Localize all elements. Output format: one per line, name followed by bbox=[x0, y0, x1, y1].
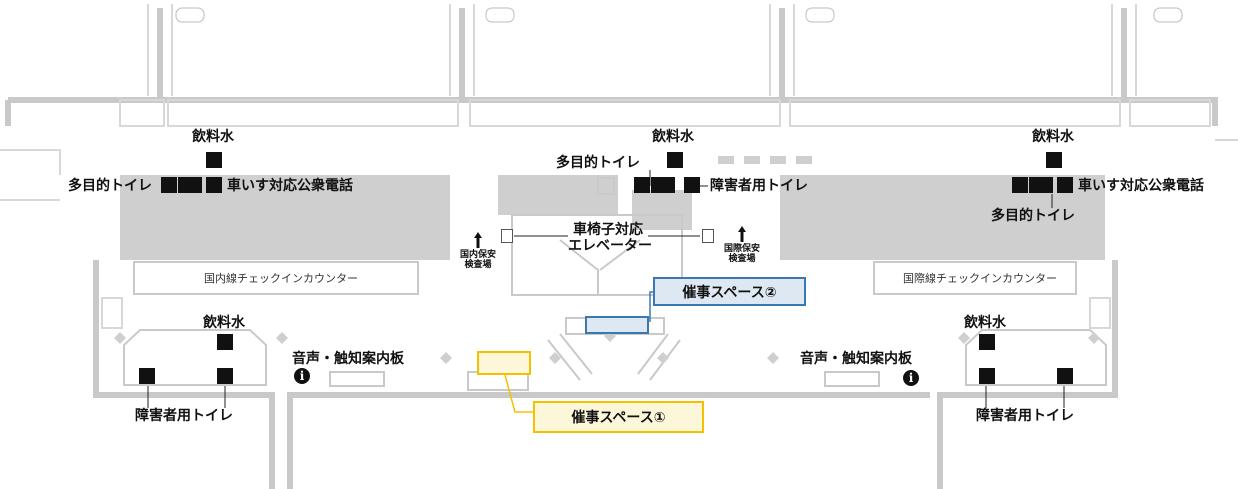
leader-lines bbox=[147, 170, 1065, 408]
elevator-icon bbox=[702, 229, 714, 243]
intl-security-line1: 国際保安 bbox=[723, 244, 760, 254]
drinking-water-label: 飲料水 bbox=[203, 315, 245, 331]
drinking-water-icon bbox=[667, 152, 683, 168]
wheelchair-icon bbox=[1057, 368, 1073, 384]
accessible-toilet-label: 障害者用トイレ bbox=[135, 408, 233, 424]
wheelchair-icon bbox=[139, 368, 155, 384]
domestic-security-line1: 国内保安 bbox=[459, 250, 496, 260]
drinking-water-label: 飲料水 bbox=[964, 315, 1006, 331]
elevator-label-line1: 車椅子対応 bbox=[573, 222, 643, 238]
wheelchair-icon bbox=[217, 368, 233, 384]
drinking-water-label: 飲料水 bbox=[1032, 129, 1074, 145]
tactile-board-label: 音声・触知案内板 bbox=[292, 351, 404, 367]
multipurpose-toilet-label: 多目的トイレ bbox=[991, 208, 1075, 224]
telephone-icon bbox=[206, 177, 222, 193]
event-space-1-callout[interactable]: 催事スペース① bbox=[533, 401, 704, 433]
domestic-security-label: 国内保安 検査場 bbox=[458, 250, 498, 270]
drinking-water-label: 飲料水 bbox=[652, 129, 694, 145]
multipurpose-toilet-label: 多目的トイレ bbox=[68, 178, 152, 194]
security-arrows bbox=[474, 226, 746, 248]
drinking-water-icon bbox=[217, 334, 233, 350]
wheelchair-phone-label: 車いす対応公衆電話 bbox=[1078, 178, 1204, 194]
intl-security-line2: 検査場 bbox=[728, 254, 756, 264]
wheelchair-icon bbox=[684, 177, 700, 193]
event-space-2-callout[interactable]: 催事スペース② bbox=[653, 277, 806, 306]
elevator-icon bbox=[501, 229, 513, 243]
wheelchair-icon bbox=[1012, 177, 1028, 193]
elevator-label-line2: エレベーター bbox=[568, 238, 652, 254]
pillars bbox=[114, 330, 1100, 364]
accessible-toilet-label: 障害者用トイレ bbox=[710, 178, 808, 194]
central-structures bbox=[123, 177, 1107, 391]
event-space-2-area[interactable] bbox=[585, 316, 649, 334]
info-icon: i bbox=[903, 370, 919, 386]
multipurpose-toilet-label: 多目的トイレ bbox=[556, 155, 640, 171]
domestic-security-line2: 検査場 bbox=[464, 260, 492, 270]
intl-counter-label: 国際線チェックインカウンター bbox=[903, 272, 1057, 285]
telephone-icon bbox=[1057, 177, 1073, 193]
domestic-counter-label: 国内線チェックインカウンター bbox=[204, 272, 358, 285]
drinking-water-label: 飲料水 bbox=[192, 129, 234, 145]
wheelchair-phone-label: 車いす対応公衆電話 bbox=[227, 178, 353, 194]
event-space-1-area[interactable] bbox=[477, 351, 531, 375]
intl-security-label: 国際保安 検査場 bbox=[722, 244, 762, 264]
accessible-toilet-label: 障害者用トイレ bbox=[976, 408, 1074, 424]
wheelchair-icon bbox=[634, 177, 650, 193]
baby-care-icon bbox=[178, 177, 202, 193]
drinking-water-icon bbox=[206, 152, 222, 168]
drinking-water-icon bbox=[979, 334, 995, 350]
tactile-board-label: 音声・触知案内板 bbox=[800, 351, 912, 367]
baby-care-icon bbox=[651, 177, 675, 193]
wheelchair-icon bbox=[979, 368, 995, 384]
wheelchair-elevator-label: 車椅子対応 エレベーター bbox=[568, 222, 652, 254]
floor-blocks bbox=[120, 156, 1105, 260]
info-icon: i bbox=[294, 368, 310, 384]
drinking-water-icon bbox=[1046, 152, 1062, 168]
wheelchair-icon bbox=[161, 177, 177, 193]
baby-care-icon bbox=[1029, 177, 1053, 193]
inner-walls bbox=[0, 4, 1238, 329]
escalators bbox=[175, 7, 1183, 23]
